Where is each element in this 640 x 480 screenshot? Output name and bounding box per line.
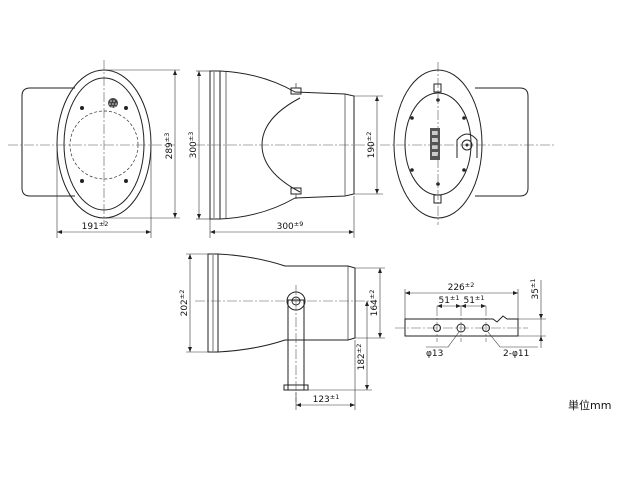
front-screw <box>80 179 84 183</box>
rear-screw <box>410 168 414 172</box>
rear-screw <box>410 116 414 120</box>
bottom-view: 202±2 164±2 182±2 123±1 <box>178 253 385 410</box>
front-screw <box>80 106 84 110</box>
rear-screw <box>462 168 466 172</box>
rear-screw <box>462 116 466 120</box>
side-mount-knob-top <box>290 83 302 95</box>
side-horn-body <box>219 70 355 220</box>
bottom-front-rim <box>207 253 219 353</box>
plate-outline <box>404 315 519 337</box>
front-view: 191±2 289±3 <box>8 60 180 238</box>
callout-side-holes: 2-φ11 <box>503 349 529 359</box>
callout-center-hole: φ13 <box>426 349 443 359</box>
bottom-horn-body <box>217 253 356 353</box>
unit-note: 単位mm <box>568 398 611 412</box>
dim-label-bottom-mid: 164±2 <box>368 290 380 317</box>
dim-label-plate-width: 226±2 <box>448 281 475 293</box>
dim-label-bracket-offset: 123±1 <box>313 393 340 405</box>
dim-label-rear-height: 190±2 <box>365 132 377 159</box>
dim-label-hole-pitch-left: 51±1 <box>438 294 459 306</box>
front-grille-icon <box>108 98 118 108</box>
rear-knob-bottom <box>433 194 442 204</box>
dim-label-front-width: 191±2 <box>82 220 109 232</box>
terminal-block-icon <box>430 128 440 160</box>
rear-knob-top <box>433 83 442 93</box>
dim-label-front-height: 289±3 <box>163 133 175 160</box>
front-screw <box>124 106 128 110</box>
front-bracket <box>21 87 75 197</box>
leader-side-holes <box>487 331 538 348</box>
rear-bracket <box>475 87 529 197</box>
dim-label-bottom-height: 202±2 <box>178 290 190 317</box>
dim-label-hole-pitch-right: 51±1 <box>463 294 484 306</box>
side-view: 300±3 300±9 190±2 <box>187 70 383 238</box>
side-mount-knob-bottom <box>290 187 302 199</box>
dim-label-side-length: 300±9 <box>277 220 304 232</box>
front-screw <box>124 179 128 183</box>
leader-center-hole <box>426 331 460 348</box>
dim-label-side-height: 300±3 <box>187 132 199 159</box>
dim-label-bracket-height: 182±2 <box>355 344 367 371</box>
dim-label-plate-height: 35±1 <box>529 278 541 299</box>
rear-view <box>380 62 555 225</box>
mounting-plate-view: 226±2 51±1 51±1 35±1 φ13 2-φ11 <box>395 278 546 359</box>
rear-mount-boss <box>456 133 478 158</box>
